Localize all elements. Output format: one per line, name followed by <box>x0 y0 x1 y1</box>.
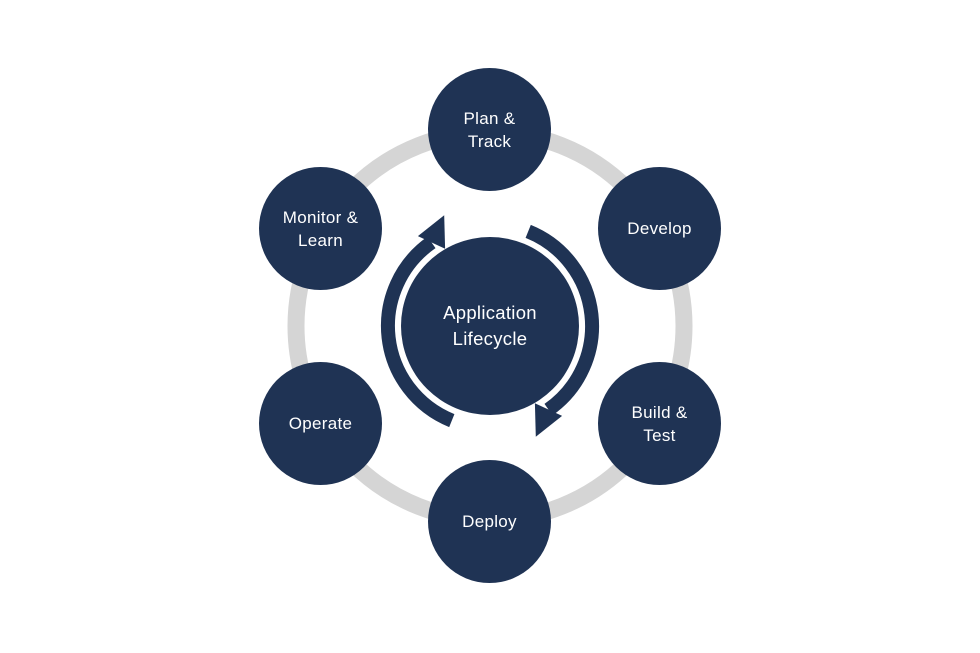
node-develop: Develop <box>598 167 721 290</box>
node-label-line: Plan & <box>463 108 516 128</box>
center-node-label-line: Lifecycle <box>452 328 528 349</box>
node-label-line: Operate <box>288 414 353 433</box>
node-label-line: Track <box>467 131 512 151</box>
node-monitor-learn: Monitor & Learn <box>259 167 382 290</box>
center-node-application-lifecycle: Application Lifecycle <box>401 237 579 415</box>
node-label-line: Deploy <box>462 512 517 531</box>
node-operate: Operate <box>259 362 382 485</box>
node-label-line: Test <box>643 425 676 445</box>
node-label-line: Develop <box>627 219 692 238</box>
cycle-arrow-left-head-icon <box>417 215 446 249</box>
node-deploy: Deploy <box>428 460 551 583</box>
center-node-label-line: Application <box>443 302 537 323</box>
cycle-arrow-left-arc <box>380 236 455 428</box>
cycle-arrow-right-arc <box>525 224 600 416</box>
node-plan-track: Plan & Track <box>428 68 551 191</box>
node-label-line: Monitor & <box>282 207 359 227</box>
cycle-arrow-right-head-icon <box>534 403 563 437</box>
node-build-test: Build & Test <box>598 362 721 485</box>
node-label-line: Learn <box>298 230 343 250</box>
node-label-line: Build & <box>631 402 688 422</box>
